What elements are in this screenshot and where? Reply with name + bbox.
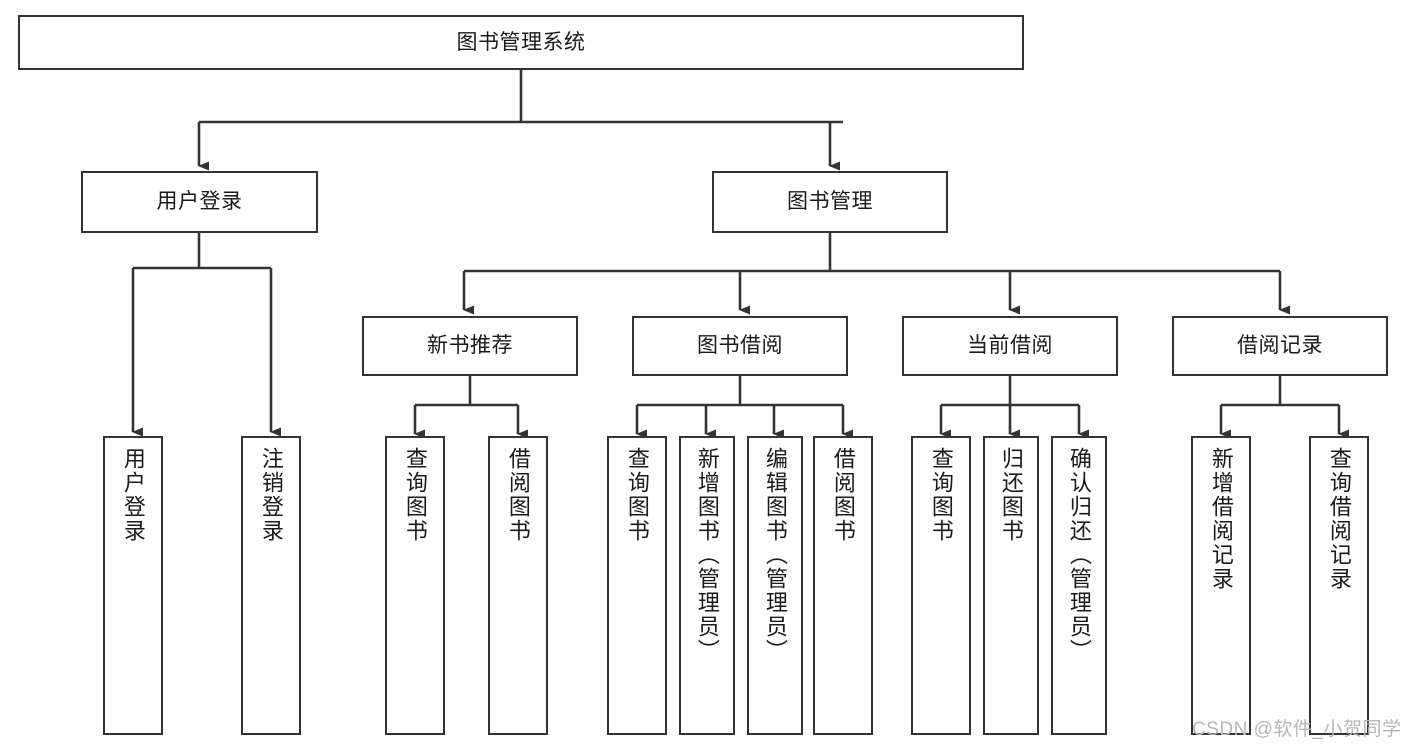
node-book-manage-label: 图书管理 bbox=[787, 190, 873, 214]
node-leaf-logout-label: 注销登录 bbox=[258, 447, 284, 543]
node-new-book-rec-label: 新书推荐 bbox=[427, 334, 513, 358]
node-leaf-edit-book-label: 编辑图书（管理员） bbox=[762, 447, 788, 663]
node-leaf-confirm-return-label: 确认归还（管理员） bbox=[1066, 447, 1092, 663]
node-leaf-borrow-book-1-label: 借阅图书 bbox=[505, 447, 531, 543]
node-leaf-edit-book[interactable]: 编辑图书（管理员） bbox=[747, 436, 803, 735]
node-leaf-confirm-return[interactable]: 确认归还（管理员） bbox=[1051, 436, 1107, 735]
node-leaf-borrow-book-2[interactable]: 借阅图书 bbox=[813, 436, 873, 735]
node-leaf-query-book-3-label: 查询图书 bbox=[928, 447, 954, 543]
node-leaf-add-record[interactable]: 新增借阅记录 bbox=[1191, 436, 1251, 735]
node-leaf-query-record[interactable]: 查询借阅记录 bbox=[1309, 436, 1369, 735]
node-leaf-query-book-1[interactable]: 查询图书 bbox=[385, 436, 445, 735]
node-root[interactable]: 图书管理系统 bbox=[18, 15, 1024, 70]
node-leaf-query-book-1-label: 查询图书 bbox=[402, 447, 428, 543]
node-leaf-query-book-2-label: 查询图书 bbox=[624, 447, 650, 543]
node-book-manage[interactable]: 图书管理 bbox=[712, 171, 948, 233]
node-user-login[interactable]: 用户登录 bbox=[81, 171, 318, 233]
node-leaf-user-login[interactable]: 用户登录 bbox=[103, 436, 163, 735]
node-leaf-borrow-book-1[interactable]: 借阅图书 bbox=[488, 436, 548, 735]
node-root-label: 图书管理系统 bbox=[456, 30, 586, 54]
node-leaf-add-record-label: 新增借阅记录 bbox=[1208, 447, 1234, 591]
node-user-login-label: 用户登录 bbox=[156, 190, 243, 214]
node-borrow-record-label: 借阅记录 bbox=[1237, 334, 1323, 358]
node-book-borrow-label: 图书借阅 bbox=[697, 334, 783, 358]
node-current-borrow[interactable]: 当前借阅 bbox=[902, 316, 1118, 376]
node-leaf-return-book-label: 归还图书 bbox=[998, 447, 1024, 543]
node-book-borrow[interactable]: 图书借阅 bbox=[632, 316, 848, 376]
node-leaf-borrow-book-2-label: 借阅图书 bbox=[830, 447, 856, 543]
node-current-borrow-label: 当前借阅 bbox=[967, 334, 1053, 358]
node-leaf-query-book-2[interactable]: 查询图书 bbox=[607, 436, 667, 735]
node-leaf-query-record-label: 查询借阅记录 bbox=[1326, 447, 1352, 591]
node-borrow-record[interactable]: 借阅记录 bbox=[1172, 316, 1388, 376]
node-leaf-add-book[interactable]: 新增图书（管理员） bbox=[679, 436, 735, 735]
node-new-book-rec[interactable]: 新书推荐 bbox=[362, 316, 578, 376]
node-leaf-user-login-label: 用户登录 bbox=[120, 447, 146, 543]
node-leaf-add-book-label: 新增图书（管理员） bbox=[694, 447, 720, 663]
node-leaf-return-book[interactable]: 归还图书 bbox=[983, 436, 1039, 735]
node-leaf-logout[interactable]: 注销登录 bbox=[241, 436, 301, 735]
node-leaf-query-book-3[interactable]: 查询图书 bbox=[911, 436, 971, 735]
